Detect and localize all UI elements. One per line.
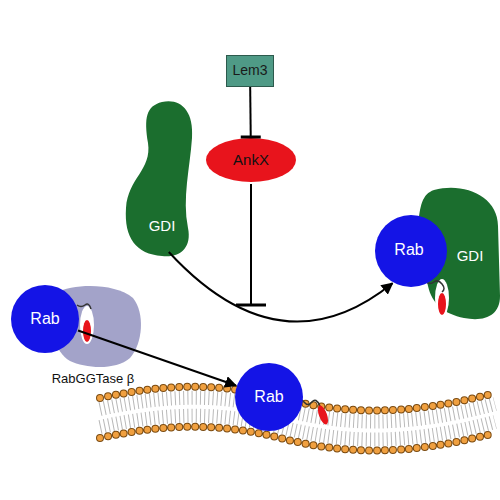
inhibition-line [250,184,252,305]
shape-part [438,293,446,315]
rab-circle: Rab [234,362,304,432]
arrow-connector [169,252,393,322]
shape-part [80,306,94,344]
enzyme-ellipse: AnkX [205,137,297,183]
lipid-tails [100,416,495,440]
shape-part [126,101,192,256]
shape-part [77,304,91,309]
gdi-shape-outline [122,98,194,258]
rab-circle: Rab [374,214,448,288]
regulator-box: Lem3 [226,55,274,87]
node-label: GDI [457,248,484,265]
prenyl-anchor [316,404,330,426]
lipid-heads [100,427,495,451]
node-label: RabGGTase β [52,372,135,386]
node-label: GDI [149,218,176,235]
gdi-shape: GDI [122,98,194,258]
lipid-head-outline [100,427,495,451]
rab-circle: Rab [10,284,80,354]
shape-part [11,285,79,353]
shape-part [375,215,447,287]
shape-part [426,281,444,292]
shape-part [235,363,303,431]
shape-part [206,138,296,182]
shape-part [417,188,500,319]
inhibition-bar [236,304,266,307]
node-label: Lem3 [232,63,267,78]
node-label: Rab [30,310,59,328]
shape-part [227,56,274,87]
inhibition-connector [249,87,252,137]
node-label: AnkX [233,152,269,169]
node-label: Rab [254,388,283,406]
shape-part [83,320,91,342]
shape-part [51,286,141,367]
node-label: Rab [394,241,423,259]
